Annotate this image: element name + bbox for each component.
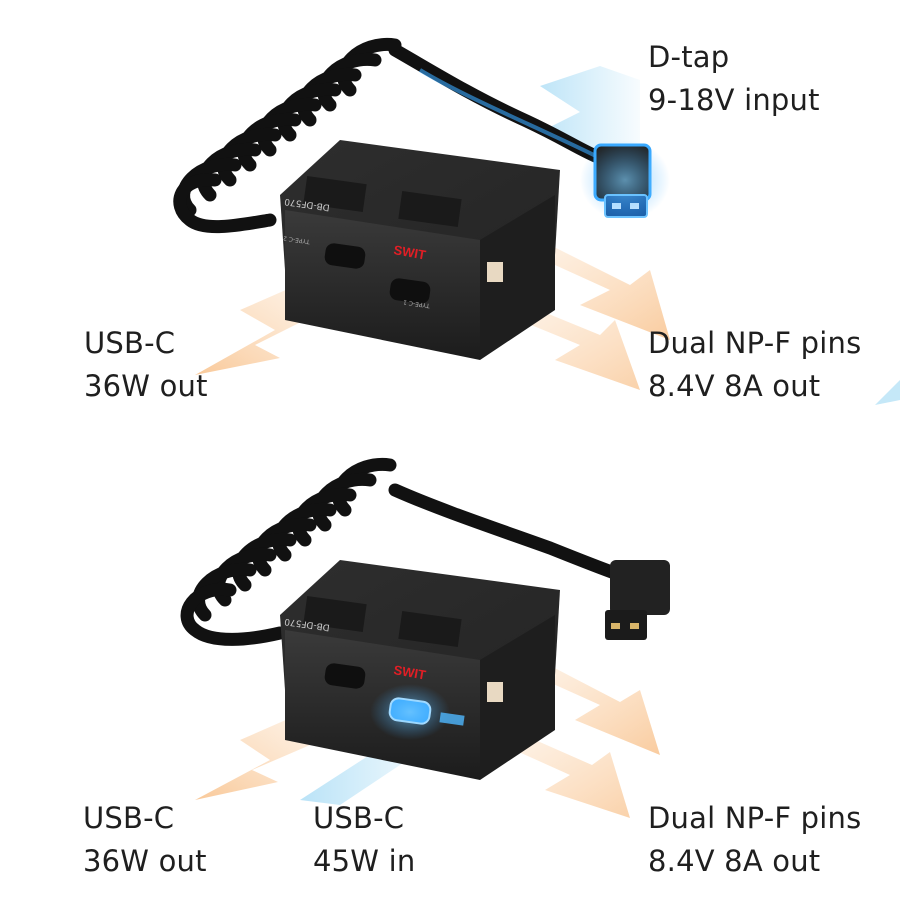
- dtap-connector-bottom: [605, 560, 670, 640]
- battery-body-bottom: SWIT DB-DF570: [280, 560, 560, 780]
- label-np-out-top: Dual NP-F pins 8.4V 8A out: [648, 322, 861, 408]
- label-usbc-out-top-line1: USB-C: [84, 326, 176, 360]
- edge-arrow-fragment: [875, 380, 900, 405]
- label-usbc-in-bottom-line2: 45W in: [313, 844, 416, 878]
- label-np-out-top-line2: 8.4V 8A out: [648, 369, 821, 403]
- brand-logo-bottom: SWIT: [392, 662, 427, 682]
- coiled-cable-bottom: [180, 457, 627, 646]
- label-np-out-bottom: Dual NP-F pins 8.4V 8A out: [648, 797, 861, 883]
- label-usbc-in-bottom: USB-C 45W in: [313, 797, 415, 883]
- bottom-product: SWIT DB-DF570: [180, 457, 670, 818]
- label-usbc-out-top: USB-C 36W out: [84, 322, 208, 408]
- battery-body-top: SWIT TYPE-C 1 TYPE-C 2 DB-DF570: [280, 140, 560, 360]
- dtap-connector-top: [580, 140, 670, 220]
- label-usbc-out-bottom-line2: 36W out: [83, 844, 207, 878]
- port-label-1-top: TYPE-C 1: [403, 298, 432, 309]
- cable-glow-top: [418, 68, 601, 160]
- label-usbc-out-bottom: USB-C 36W out: [83, 797, 207, 883]
- label-dtap-line1: D-tap: [648, 40, 730, 74]
- label-dtap-input: D-tap 9-18V input: [648, 36, 820, 122]
- label-np-out-bottom-line2: 8.4V 8A out: [648, 844, 821, 878]
- top-product: SWIT TYPE-C 1 TYPE-C 2 DB-DF570: [173, 37, 670, 390]
- label-np-out-bottom-line1: Dual NP-F pins: [648, 801, 862, 835]
- brand-logo-top: SWIT: [392, 242, 427, 262]
- label-usbc-out-top-line2: 36W out: [84, 369, 208, 403]
- port-label-2-top: TYPE-C 2: [283, 234, 312, 245]
- label-usbc-in-bottom-line1: USB-C: [313, 801, 405, 835]
- label-dtap-line2: 9-18V input: [648, 83, 820, 117]
- label-np-out-top-line1: Dual NP-F pins: [648, 326, 862, 360]
- label-usbc-out-bottom-line1: USB-C: [83, 801, 175, 835]
